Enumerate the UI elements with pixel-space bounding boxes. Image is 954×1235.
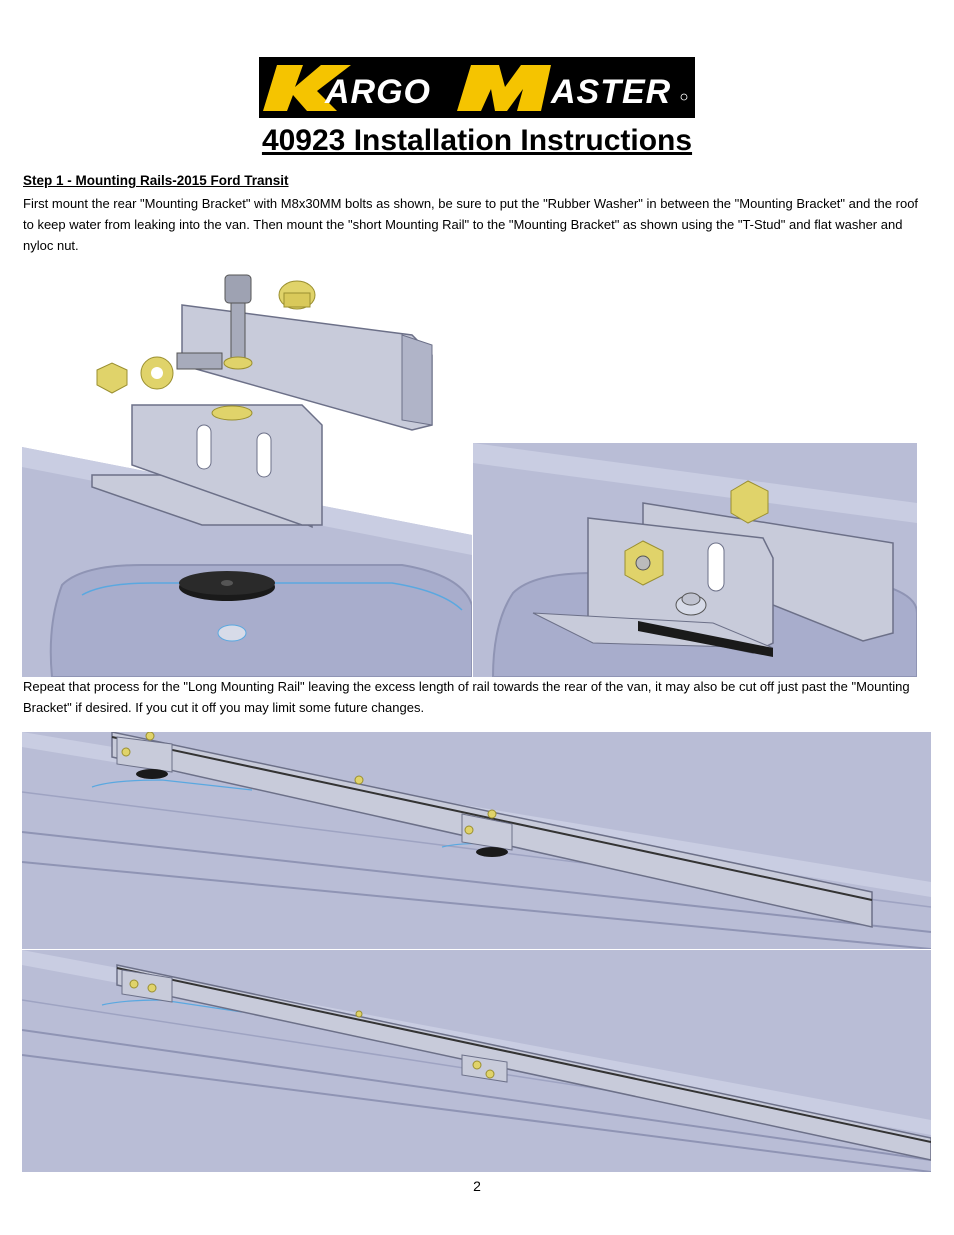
logo-graphic: ARGO ASTER <box>259 57 695 118</box>
svg-text:ARGO: ARGO <box>324 73 431 111</box>
figure-assembled-bracket <box>473 443 917 677</box>
figure-long-rail-view-1 <box>22 732 931 949</box>
figure-exploded-bracket <box>22 265 472 677</box>
svg-text:ASTER: ASTER <box>550 73 671 111</box>
page-number: 2 <box>473 1178 481 1194</box>
page-title: 40923 Installation Instructions <box>261 124 693 157</box>
step-paragraph-1: First mount the rear "Mounting Bracket" … <box>23 196 919 253</box>
step-paragraph-2: Repeat that process for the "Long Mounti… <box>23 679 910 715</box>
figure-long-rail-view-2 <box>22 950 931 1172</box>
kargo-master-logo: ARGO ASTER <box>259 57 695 118</box>
step-heading: Step 1 - Mounting Rails-2015 Ford Transi… <box>23 173 289 188</box>
